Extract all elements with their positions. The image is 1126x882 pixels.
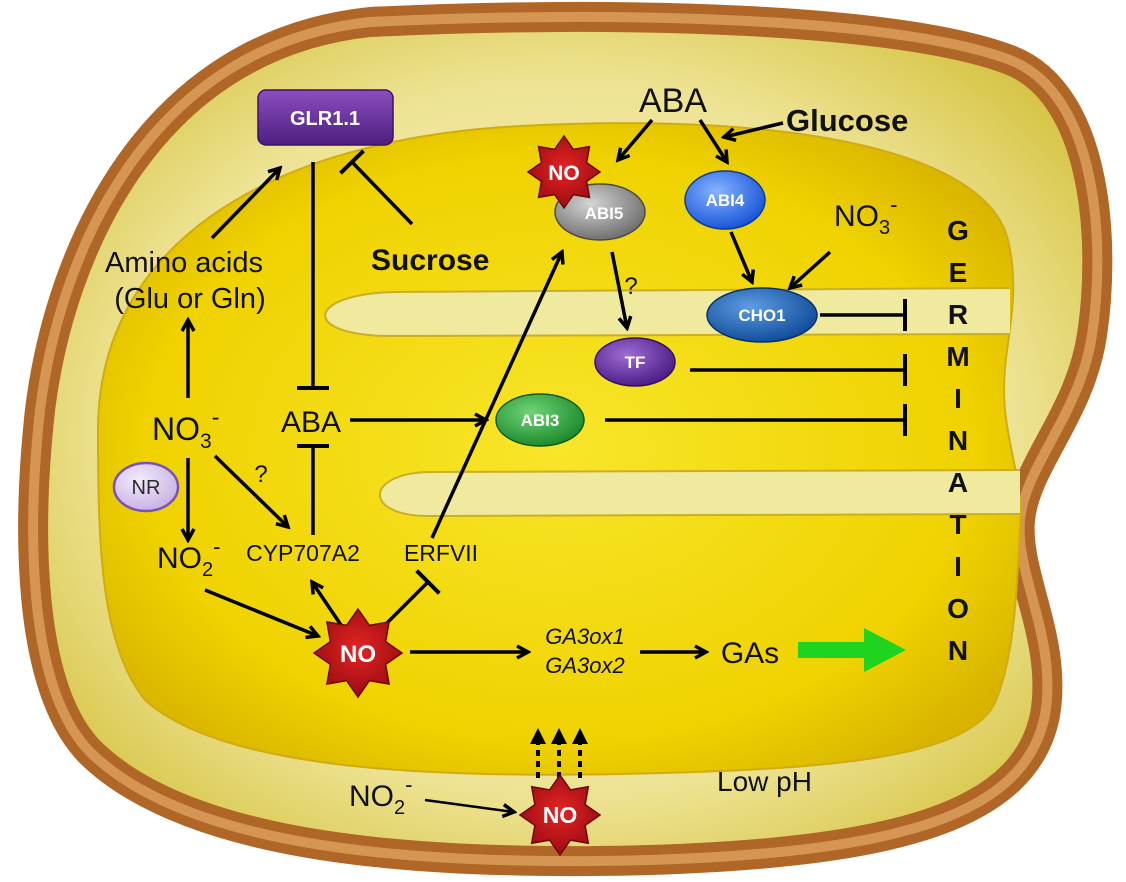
nitrate-left-label: NO3-	[152, 404, 219, 453]
germination-letter: O	[947, 593, 969, 624]
nr-label: NR	[132, 477, 161, 499]
no-middle-star	[312, 607, 404, 699]
nitrite-bottom-base: NO	[349, 780, 394, 813]
abi5-ellipse	[554, 183, 646, 241]
no-top-label: NO	[548, 162, 580, 185]
nitrate-left-sup: -	[212, 404, 220, 430]
nitrate-left-sub: 3	[200, 430, 212, 453]
embryo-groove-upper	[324, 287, 1011, 338]
germination-letter: N	[948, 425, 968, 456]
nitrite-bottom-sub: 2	[394, 797, 405, 819]
abi4-node: ABI4	[684, 170, 766, 230]
abi3-ellipse	[495, 393, 585, 447]
no-bottom-star	[518, 773, 602, 857]
arrow-aba-to-abi4	[698, 119, 727, 162]
nr-node: NR	[112, 461, 180, 513]
abi5-label: ABI5	[585, 204, 624, 223]
germination-letter: M	[946, 341, 969, 372]
tf-label: TF	[625, 353, 646, 372]
arrow-erfvii-to-abi5	[430, 252, 562, 539]
arrow-nitrate-to-cyp707a2	[213, 454, 288, 527]
germination-letter: R	[948, 299, 968, 330]
ga3ox2-label: GA3ox2	[545, 653, 625, 678]
germination-letter: I	[954, 551, 962, 582]
arrow-nitrite-to-no	[204, 588, 318, 636]
low-ph-label: Low pH	[717, 766, 812, 797]
cyp707a2-label: CYP707A2	[246, 540, 360, 566]
nitrate-right-base: NO	[834, 200, 879, 233]
germination-letter: T	[949, 509, 966, 540]
green-arrow-head	[864, 628, 906, 672]
nitrite-left-sub: 2	[202, 559, 213, 581]
abi4-ellipse	[684, 170, 766, 230]
ga3ox1-label: GA3ox1	[545, 624, 625, 649]
inhibition-sucrose-to-glr	[339, 149, 414, 226]
abi5-node: ABI5	[554, 183, 646, 241]
tf-node: TF	[594, 337, 676, 387]
arrow-glucose-to-abi4	[724, 121, 784, 137]
question-mark-lower: ?	[254, 461, 267, 488]
abi4-label: ABI4	[706, 191, 745, 210]
glucose-label: Glucose	[786, 103, 908, 138]
arrow-aba-to-abi5	[618, 118, 654, 160]
cho1-label: CHO1	[738, 306, 785, 325]
dotted-arrow-2-head	[551, 728, 567, 744]
aba-middle-label: ABA	[281, 406, 341, 439]
germination-promotion-arrow	[798, 628, 906, 672]
no-middle-label: NO	[340, 641, 376, 668]
germination-letter: E	[949, 257, 968, 288]
nitrate-right-sup: -	[890, 192, 897, 217]
nitrate-left-base: NO	[152, 411, 200, 447]
arrow-nitrite-to-no-bottom	[424, 798, 514, 812]
aba-top-label: ABA	[639, 82, 707, 120]
question-mark-upper: ?	[624, 273, 637, 300]
no-bottom-label: NO	[543, 802, 578, 828]
arrow-abi5-to-tf	[610, 251, 627, 328]
sucrose-label: Sucrose	[371, 244, 489, 277]
germination-letter: A	[948, 467, 968, 498]
tf-ellipse	[594, 337, 676, 387]
germination-letter: G	[947, 215, 969, 246]
germination-label: G E R M I N A T I O N	[946, 215, 969, 666]
nitrite-left-base: NO	[157, 542, 202, 575]
nr-ellipse	[112, 461, 180, 513]
cho1-node: CHO1	[706, 287, 818, 343]
no-bottom-node: NO	[518, 773, 602, 857]
amino-acids-detail: (Glu or Gln)	[114, 283, 265, 315]
cho1-ellipse	[706, 287, 818, 343]
no-top-star	[526, 134, 602, 210]
amino-acids-label: Amino acids	[105, 247, 263, 279]
abi3-label: ABI3	[521, 411, 560, 430]
nitrite-left-label: NO2-	[157, 534, 220, 581]
glr-label: GLR1.1	[290, 108, 360, 130]
embryo-groove-lower	[379, 469, 1021, 518]
glr-node: GLR1.1	[257, 89, 394, 146]
abi3-node: ABI3	[495, 393, 585, 447]
dotted-arrow-3-head	[572, 728, 588, 744]
glr-box	[257, 89, 394, 146]
germination-letter: I	[954, 383, 962, 414]
dotted-arrow-1-head	[530, 728, 546, 744]
no-middle-node: NO	[312, 607, 404, 699]
nitrate-right-label: NO3-	[834, 192, 897, 239]
arrow-abi4-to-cho1	[729, 231, 752, 282]
arrow-no-to-cyp707a2	[312, 582, 345, 629]
dotted-arrows-up	[530, 728, 588, 778]
nitrite-bottom-label: NO2-	[349, 772, 412, 819]
inhibition-no-to-erfvii	[380, 569, 441, 630]
seed-coat-highlight	[28, 11, 1103, 867]
gas-label: GAs	[721, 637, 779, 670]
no-top-node: NO	[526, 134, 602, 210]
nitrite-left-sup: -	[213, 534, 220, 559]
arrow-nitrate-to-cho1	[790, 250, 832, 288]
germination-letter: N	[948, 635, 968, 666]
nitrate-right-sub: 3	[879, 217, 890, 239]
nitrite-bottom-sup: -	[405, 772, 412, 797]
connections	[188, 118, 907, 812]
erfvii-label: ERFVII	[404, 540, 478, 566]
arrow-amino-acids-to-glr	[210, 168, 280, 240]
